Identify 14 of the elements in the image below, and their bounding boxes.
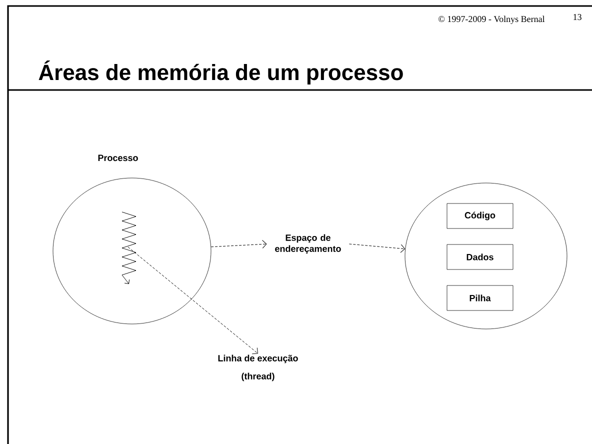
memory-circle [404, 182, 568, 330]
memory-area-box: Código [446, 203, 514, 229]
page-number: 13 [574, 14, 582, 20]
arrow [348, 244, 406, 253]
text-label: Espaço de endereçamento [275, 234, 341, 254]
slide-title: Áreas de memória de um processo [38, 60, 403, 85]
copyright-note: © 1997-2009 - Volnys Bernal [438, 16, 545, 24]
memory-area-box: Pilha [446, 285, 514, 311]
text-label: Linha de execução (thread) [218, 354, 298, 382]
node-label: Processo [98, 154, 138, 162]
memory-area-box: Dados [446, 244, 514, 270]
thread-squiggle [122, 212, 136, 284]
arrow [128, 246, 258, 354]
arrow [210, 240, 267, 248]
